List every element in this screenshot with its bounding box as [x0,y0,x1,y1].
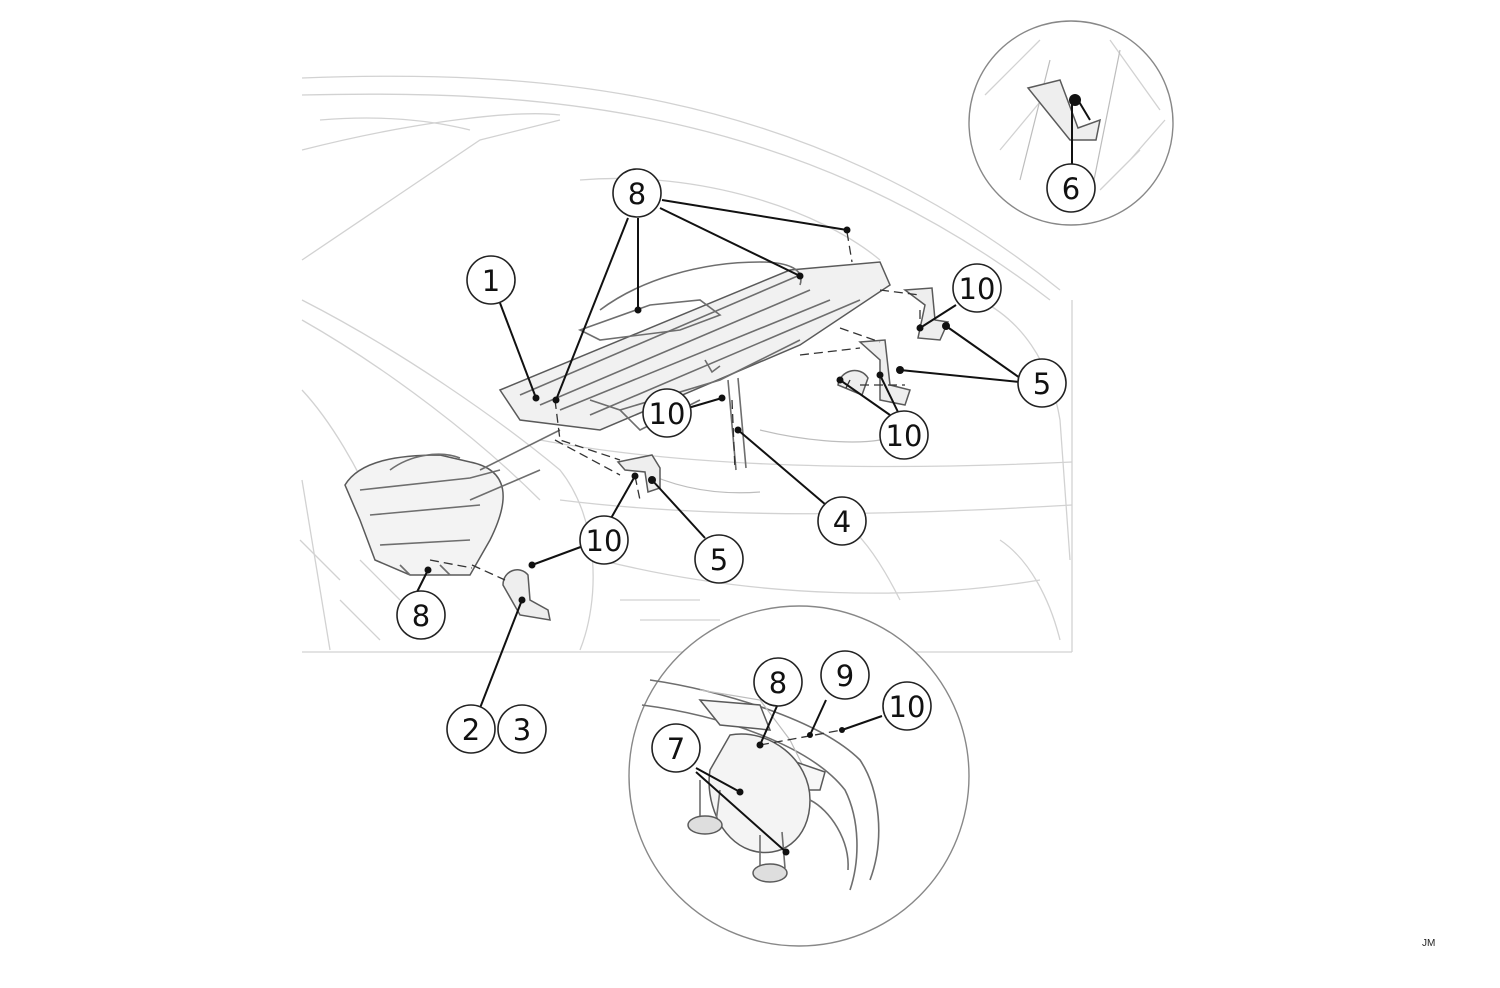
inset-fastener-detail [968,20,1174,226]
author-mark: JM [1422,938,1436,949]
svg-text:10: 10 [586,524,623,558]
svg-text:6: 6 [1062,172,1080,206]
svg-text:10: 10 [649,397,686,431]
svg-text:5: 5 [710,543,728,577]
callout-10-right-top: 10 [952,263,1002,313]
svg-text:2: 2 [462,713,480,747]
assembly-dash-lines [429,231,921,581]
svg-text:7: 7 [667,732,685,766]
callout-8-inset: 8 [753,657,803,707]
callout-3: 3 [497,704,547,754]
bracket-center [616,454,661,493]
center-support-rod [727,377,747,471]
callout-1: 1 [466,255,516,305]
svg-text:10: 10 [959,272,996,306]
svg-text:10: 10 [889,690,926,724]
callout-5-center: 5 [694,534,744,584]
callout-10-center: 10 [642,388,692,438]
callout-8-lower-left: 8 [396,590,446,640]
svg-text:10: 10 [886,419,923,453]
callout-4: 4 [817,496,867,546]
cowl-panel-assembly [344,261,891,576]
callout-10-lower-left: 10 [579,515,629,565]
bracket-left-lower [502,569,551,621]
vehicle-background-outline [299,75,1073,653]
callout-8-top: 8 [612,168,662,218]
svg-text:9: 9 [836,659,854,693]
inset-duct-detail [628,605,970,947]
callout-10-inset: 10 [882,681,932,731]
leader-dots [424,226,950,604]
svg-text:8: 8 [412,599,430,633]
svg-text:5: 5 [1033,367,1051,401]
callout-6: 6 [1046,163,1096,213]
callout-7: 7 [651,723,701,773]
svg-text:8: 8 [769,666,787,700]
bracket-right-upper [902,287,950,341]
svg-text:3: 3 [513,713,531,747]
callout-10-right-lower: 10 [879,410,929,460]
callout-9: 9 [820,650,870,700]
svg-text:8: 8 [628,177,646,211]
callout-5-right: 5 [1017,358,1067,408]
svg-text:4: 4 [833,505,851,539]
leader-lines [415,199,1021,709]
svg-text:1: 1 [482,264,500,298]
callout-2: 2 [446,704,496,754]
bracket-right-lower [837,339,911,406]
